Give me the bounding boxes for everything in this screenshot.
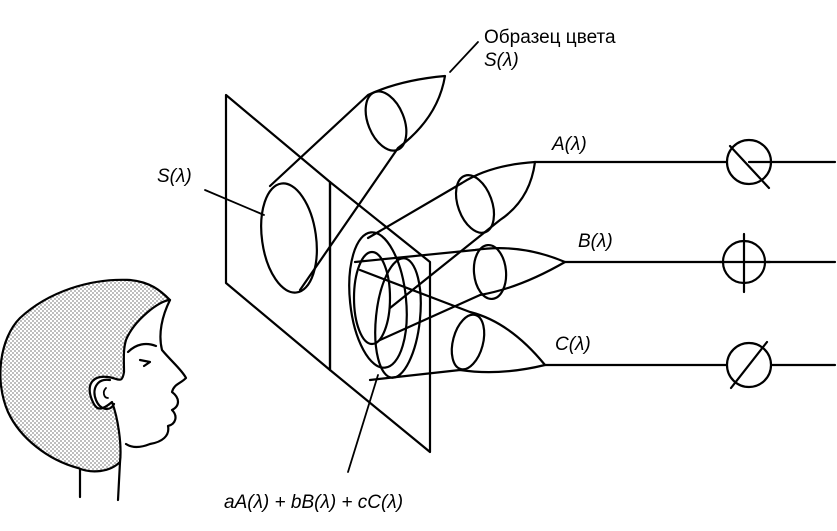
channel-lines — [533, 160, 837, 367]
sample-light-beam — [260, 74, 447, 294]
sample-func-label: S(λ) — [484, 50, 519, 71]
screen-right-panel — [328, 180, 432, 454]
primary-light-beams — [348, 160, 567, 382]
screen-func-label: S(λ) — [157, 166, 192, 187]
observer-head-icon — [0, 278, 188, 502]
mixture-label: aA(λ) + bB(λ) + cC(λ) — [224, 492, 403, 513]
beam-c — [358, 268, 547, 382]
primary-c-label: C(λ) — [555, 334, 591, 355]
dial-knob-a-icon[interactable] — [725, 138, 773, 190]
dial-knob-b-icon[interactable] — [718, 232, 772, 294]
sample-spot — [260, 182, 318, 294]
primary-b-label: B(λ) — [578, 231, 613, 252]
mixture-spot-2 — [374, 257, 422, 379]
dial-knob-c-icon[interactable] — [725, 340, 773, 390]
observer-hair — [0, 278, 172, 473]
observer-face — [124, 298, 188, 449]
sample-title-label: Образец цвета — [484, 27, 616, 48]
mixture-spot-1 — [348, 231, 408, 369]
primary-a-label: A(λ) — [551, 134, 587, 155]
leader-lines — [204, 41, 479, 473]
beam-a — [366, 160, 537, 310]
bipartite-screen — [224, 93, 432, 454]
mixture-spot-3 — [352, 250, 392, 346]
